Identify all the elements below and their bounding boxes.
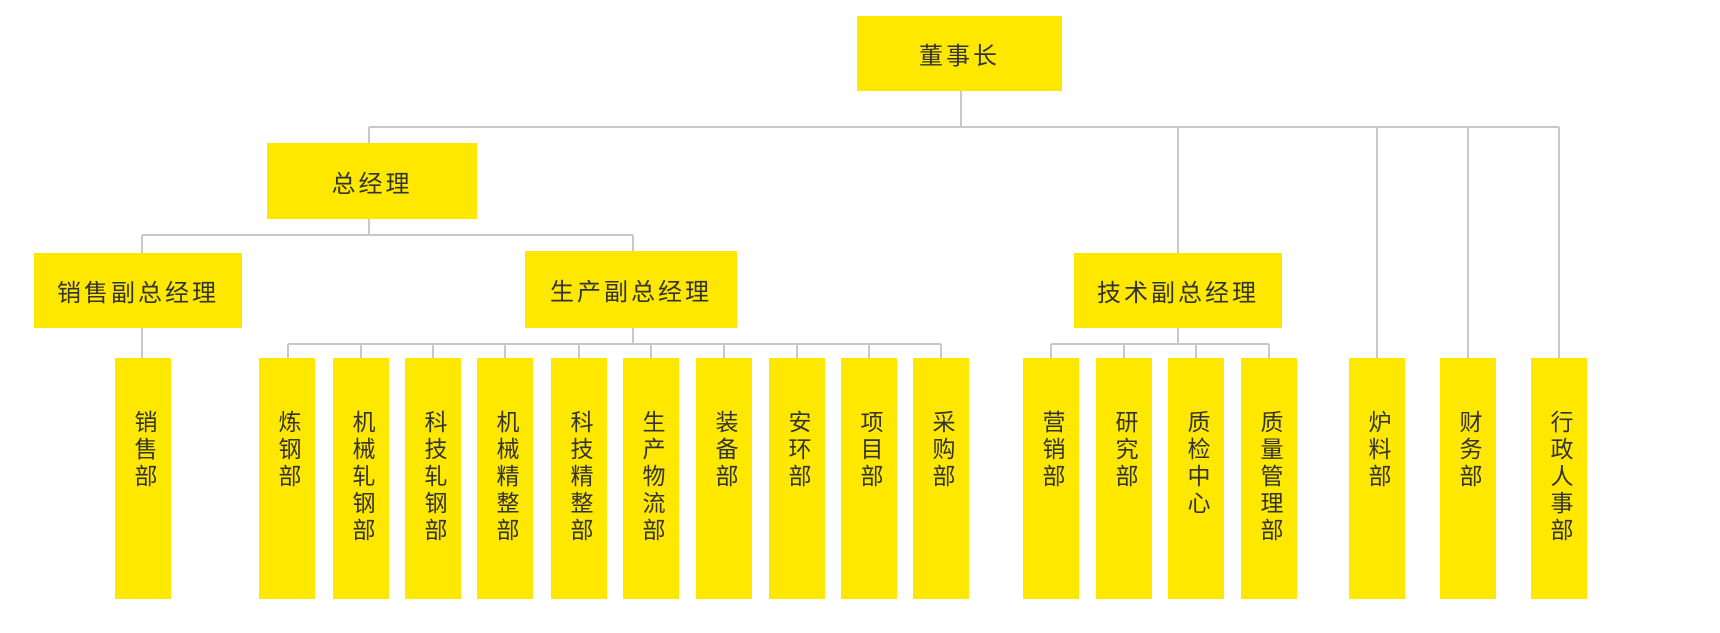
tech-vp-box: 技术副总经理	[1074, 253, 1282, 328]
dept-quality-management: 质量管理部	[1241, 358, 1297, 599]
dept-qc-center: 质检中心	[1168, 358, 1224, 599]
dept-label: 炉料部	[1364, 410, 1390, 491]
dept-production-logistics: 生产物流部	[623, 358, 679, 599]
dept-label: 项目部	[856, 410, 882, 491]
dept-safety-env: 安环部	[769, 358, 825, 599]
dept-label: 安环部	[784, 410, 810, 491]
dept-procurement: 采购部	[913, 358, 969, 599]
dept-equipment: 装备部	[696, 358, 752, 599]
dept-label: 机械轧钢部	[348, 410, 374, 545]
dept-research: 研究部	[1096, 358, 1152, 599]
dept-project: 项目部	[841, 358, 897, 599]
dept-label: 行政人事部	[1546, 410, 1572, 545]
dept-label: 质检中心	[1183, 410, 1209, 518]
dept-mech-rolling: 机械轧钢部	[333, 358, 389, 599]
dept-label: 炼钢部	[274, 410, 300, 491]
chairman-box: 董事长	[857, 16, 1062, 91]
dept-label: 财务部	[1455, 410, 1481, 491]
dept-sales: 销售部	[115, 358, 171, 599]
dept-marketing: 营销部	[1023, 358, 1079, 599]
dept-label: 采购部	[928, 410, 954, 491]
dept-label: 研究部	[1111, 410, 1137, 491]
dept-tech-finishing: 科技精整部	[551, 358, 607, 599]
production-vp-box: 生产副总经理	[525, 251, 737, 328]
dept-label: 科技精整部	[566, 410, 592, 545]
dept-admin-hr: 行政人事部	[1531, 358, 1587, 599]
dept-charge-materials: 炉料部	[1349, 358, 1405, 599]
dept-label: 生产物流部	[638, 410, 664, 545]
dept-label: 质量管理部	[1256, 410, 1282, 545]
dept-label: 装备部	[711, 410, 737, 491]
dept-label: 机械精整部	[492, 410, 518, 545]
general-manager-box: 总经理	[267, 143, 477, 219]
dept-tech-rolling: 科技轧钢部	[405, 358, 461, 599]
dept-label: 营销部	[1038, 410, 1064, 491]
dept-label: 科技轧钢部	[420, 410, 446, 545]
dept-finance: 财务部	[1440, 358, 1496, 599]
dept-steelmaking: 炼钢部	[259, 358, 315, 599]
dept-label: 销售部	[130, 410, 156, 491]
sales-vp-box: 销售副总经理	[34, 253, 242, 328]
dept-mech-finishing: 机械精整部	[477, 358, 533, 599]
